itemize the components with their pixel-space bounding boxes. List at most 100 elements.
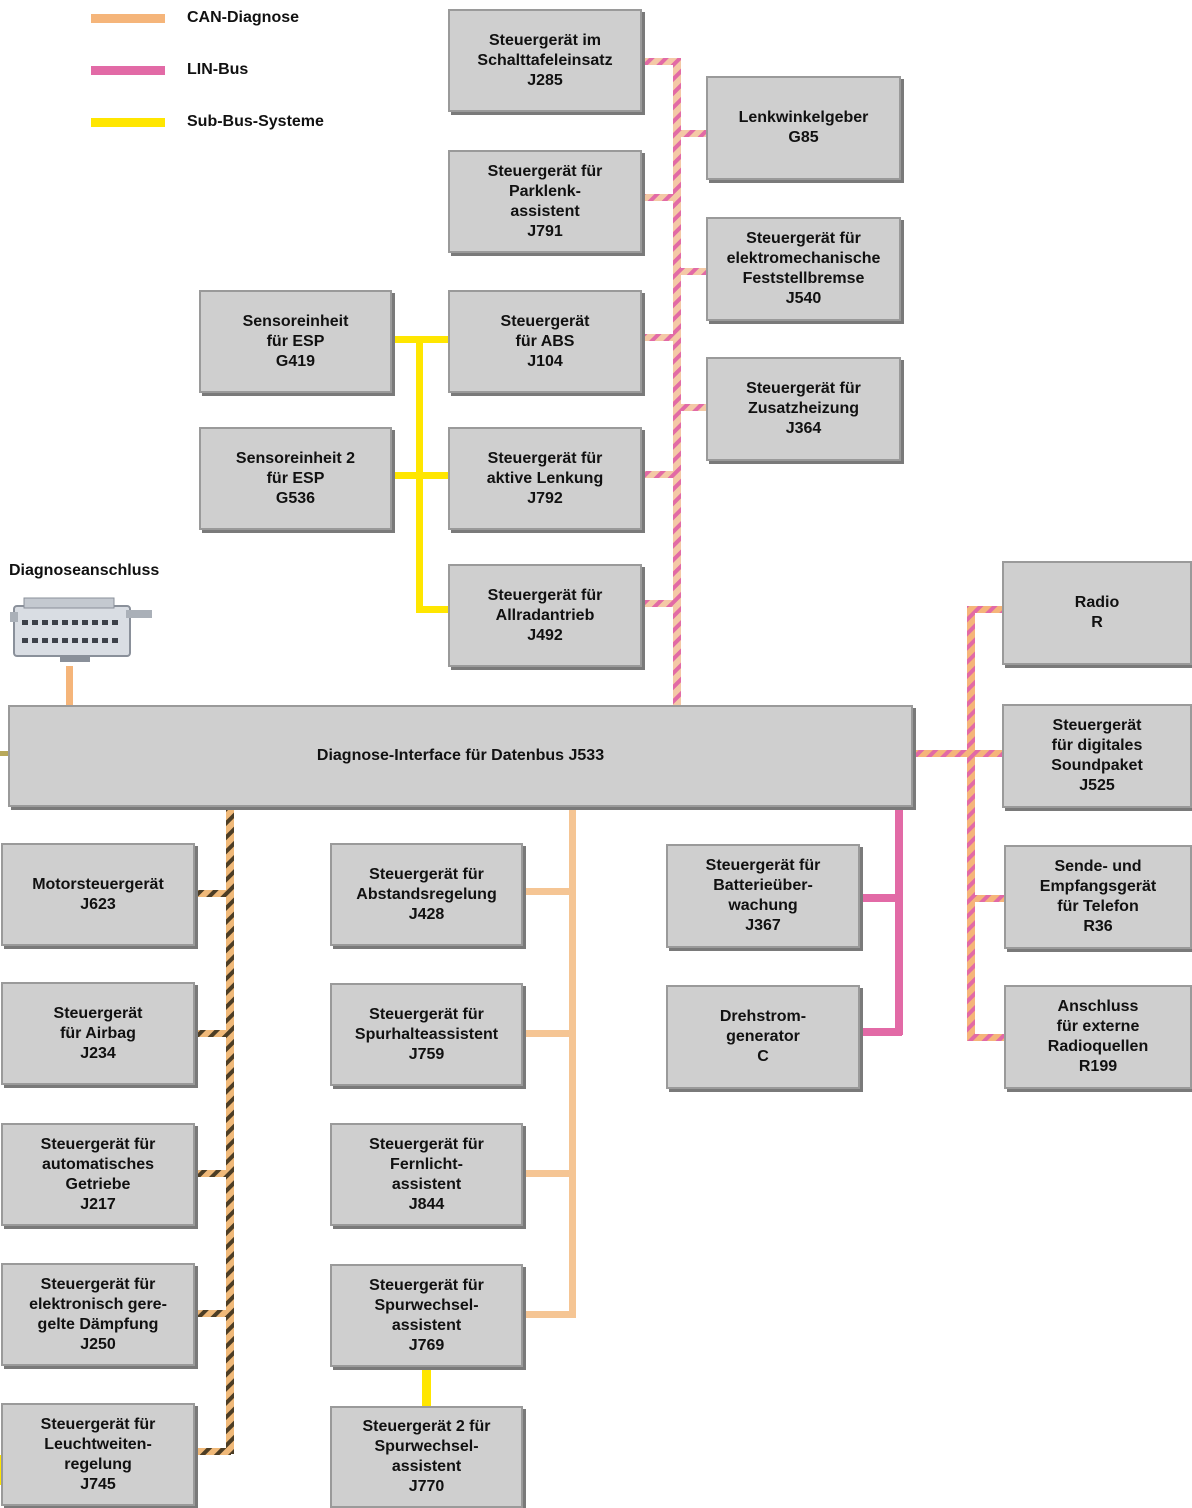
unit-j367-line-1: Steuergerät für <box>705 857 821 874</box>
unit-j844-line-3: assistent <box>391 1175 462 1193</box>
unit-j250-line-3: gelte Dämpfung <box>37 1315 159 1333</box>
unit-j250-line-1: Steuergerät für <box>40 1275 156 1293</box>
unit-j769-line-4: J769 <box>408 1336 445 1354</box>
unit-c-line-3: C <box>757 1048 769 1065</box>
unit-j770[interactable]: Steuergerät 2 für Spurwechsel- assistent… <box>330 1406 523 1508</box>
unit-j540[interactable]: Steuergerät für elektromechanische Fests… <box>706 217 901 321</box>
gateway-label: Diagnose-Interface für Datenbus J533 <box>316 747 605 764</box>
unit-g419-line-1: Sensoreinheit <box>242 312 349 330</box>
unit-j759-line-3: J759 <box>408 1045 445 1063</box>
unit-j104-line-2: für ABS <box>515 332 575 350</box>
unit-j623[interactable]: Motorsteuergerät J623 <box>1 843 195 946</box>
unit-g419-line-2: für ESP <box>266 332 325 350</box>
lin-bus <box>858 806 903 1036</box>
unit-j525[interactable]: Steuergerät für digitales Soundpaket J52… <box>1002 704 1192 808</box>
unit-j364[interactable]: Steuergerät für Zusatzheizung J364 <box>706 357 901 461</box>
unit-j769[interactable]: Steuergerät für Spurwechsel- assistent J… <box>330 1264 523 1367</box>
unit-j234-line-1: Steuergerät <box>53 1004 143 1022</box>
unit-g536[interactable]: Sensoreinheit 2 für ESP G536 <box>199 427 392 530</box>
unit-g85-line-1: Lenkwinkelgeber <box>738 109 869 126</box>
unit-j364-line-3: J364 <box>785 420 822 437</box>
unit-j770-line-2: Spurwechsel- <box>374 1438 479 1455</box>
obd-connector-icon[interactable] <box>10 592 155 667</box>
unit-j250[interactable]: Steuergerät für elektronisch gere- gelte… <box>1 1263 195 1366</box>
unit-j364-line-1: Steuergerät für <box>746 380 861 397</box>
bus-infotainment <box>912 606 1005 1041</box>
unit-j745-line-2: Leuchtweiten- <box>44 1435 152 1453</box>
unit-j623-line-1: Motorsteuergerät <box>32 875 164 893</box>
unit-j791[interactable]: Steuergerät für Parklenk- assistent J791 <box>448 150 642 253</box>
unit-j364-line-2: Zusatzheizung <box>747 400 860 417</box>
unit-r36-line-1: Sende- und <box>1054 858 1142 875</box>
unit-j234[interactable]: Steuergerät für Airbag J234 <box>1 982 195 1085</box>
unit-j844-line-1: Steuergerät für <box>369 1135 484 1153</box>
unit-j769-line-1: Steuergerät für <box>369 1276 484 1294</box>
unit-j367-line-3: wachung <box>728 897 798 914</box>
unit-j492-line-2: Allradantrieb <box>495 606 595 624</box>
unit-j540-line-3: Feststellbremse <box>742 270 865 287</box>
unit-j492-line-3: J492 <box>527 626 563 644</box>
unit-g419-line-3: G419 <box>275 352 316 370</box>
unit-c-line-1: Drehstrom- <box>719 1008 807 1025</box>
unit-j217-line-1: Steuergerät für <box>40 1135 156 1153</box>
sub-bus-lane-change <box>422 1366 431 1410</box>
unit-j285[interactable]: Steuergerät im Schalttafeleinsatz J285 <box>448 9 642 112</box>
unit-c-line-2: generator <box>726 1028 800 1045</box>
unit-j745[interactable]: Steuergerät für Leuchtweiten- regelung J… <box>1 1403 195 1506</box>
legend-label-subbus: Sub-Bus-Systeme <box>187 113 324 130</box>
bus-driver-assist <box>523 806 576 1318</box>
unit-j759-line-2: Spurhalteassistent <box>354 1025 499 1043</box>
unit-r-line-2: R <box>1091 614 1103 631</box>
unit-g85[interactable]: Lenkwinkelgeber G85 <box>706 76 901 180</box>
unit-j367[interactable]: Steuergerät für Batterieüber- wachung J3… <box>666 844 860 948</box>
unit-r199-line-2: für externe <box>1056 1018 1140 1035</box>
unit-j769-line-2: Spurwechsel- <box>374 1296 479 1314</box>
unit-j428[interactable]: Steuergerät für Abstandsregelung J428 <box>330 843 523 946</box>
unit-j791-line-1: Steuergerät für <box>487 162 603 180</box>
unit-j844[interactable]: Steuergerät für Fernlicht- assistent J84… <box>330 1123 523 1226</box>
unit-c[interactable]: Drehstrom- generator C <box>666 985 860 1089</box>
legend-label-can: CAN-Diagnose <box>187 9 300 26</box>
unit-j367-line-2: Batterieüber- <box>713 877 813 894</box>
unit-j217[interactable]: Steuergerät für automatisches Getriebe J… <box>1 1123 195 1226</box>
unit-j492-line-1: Steuergerät für <box>487 586 603 604</box>
unit-j285-line-2: Schalttafeleinsatz <box>477 51 613 69</box>
unit-r-line-1: Radio <box>1074 594 1120 611</box>
unit-j791-line-2: Parklenk- <box>508 182 582 200</box>
unit-g536-line-2: für ESP <box>266 469 325 487</box>
unit-j792-line-3: J792 <box>527 489 563 507</box>
diag-connector-wire <box>66 666 73 708</box>
unit-r199-line-1: Anschluss <box>1057 998 1139 1015</box>
unit-j759[interactable]: Steuergerät für Spurhalteassistent J759 <box>330 983 523 1086</box>
unit-g85-line-2: G85 <box>788 129 819 146</box>
unit-r36-line-3: für Telefon <box>1057 898 1139 915</box>
unit-j844-line-2: Fernlicht- <box>390 1155 463 1173</box>
unit-g419[interactable]: Sensoreinheit für ESP G419 <box>199 290 392 393</box>
unit-j525-line-1: Steuergerät <box>1052 717 1142 734</box>
unit-j285-line-1: Steuergerät im <box>488 31 602 49</box>
unit-r199-line-4: R199 <box>1078 1058 1118 1075</box>
unit-j792-line-2: aktive Lenkung <box>486 469 604 487</box>
gateway-j533[interactable]: Diagnose-Interface für Datenbus J533 <box>8 705 913 807</box>
unit-j525-line-3: Soundpaket <box>1051 757 1143 774</box>
unit-j745-line-4: J745 <box>80 1475 116 1493</box>
unit-r199[interactable]: Anschluss für externe Radioquellen R199 <box>1004 985 1192 1089</box>
unit-j540-line-1: Steuergerät für <box>746 230 861 247</box>
unit-r[interactable]: Radio R <box>1002 561 1192 665</box>
unit-j217-line-2: automatisches <box>41 1155 155 1173</box>
unit-j791-line-4: J791 <box>527 222 563 240</box>
unit-j791-line-3: assistent <box>510 202 580 220</box>
unit-j104[interactable]: Steuergerät für ABS J104 <box>448 290 642 393</box>
legend-line-lin <box>91 66 165 75</box>
unit-j428-line-1: Steuergerät für <box>369 865 484 883</box>
unit-j250-line-4: J250 <box>80 1335 116 1353</box>
unit-j492[interactable]: Steuergerät für Allradantrieb J492 <box>448 564 642 667</box>
unit-j759-line-1: Steuergerät für <box>369 1005 484 1023</box>
unit-j540-line-2: elektromechanische <box>726 250 881 267</box>
unit-g536-line-3: G536 <box>275 489 316 507</box>
unit-r36[interactable]: Sende- und Empfangsgerät für Telefon R36 <box>1004 845 1192 949</box>
unit-j250-line-2: elektronisch gere- <box>29 1295 167 1313</box>
unit-j745-line-3: regelung <box>64 1455 132 1473</box>
unit-j792[interactable]: Steuergerät für aktive Lenkung J792 <box>448 427 642 530</box>
